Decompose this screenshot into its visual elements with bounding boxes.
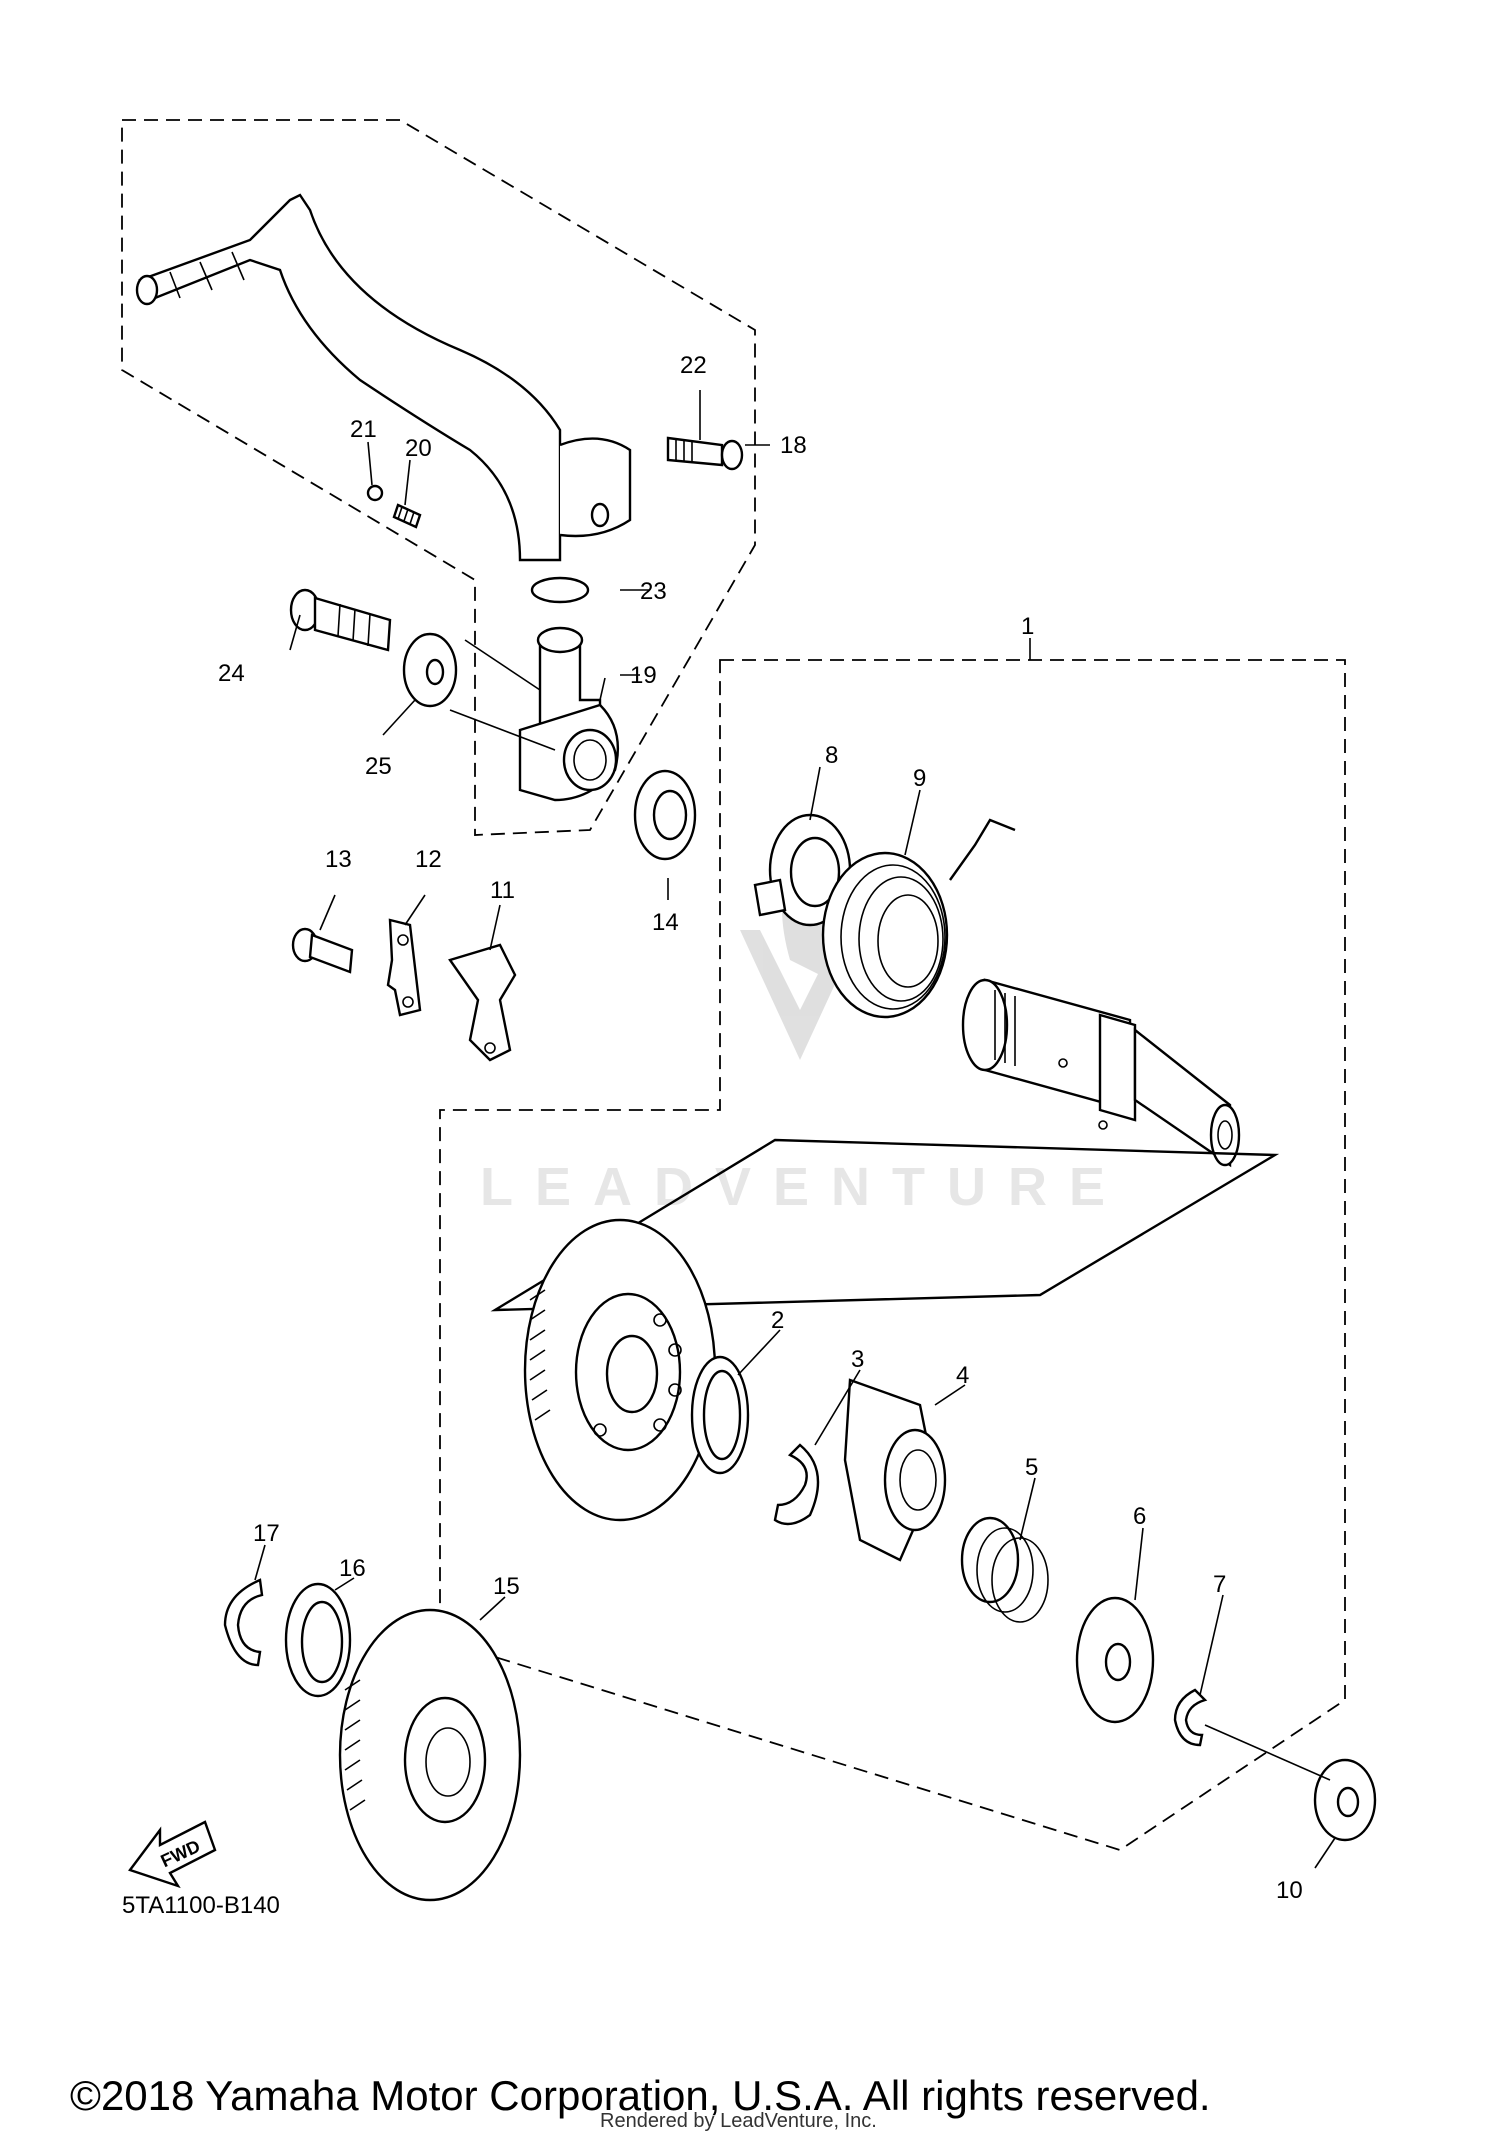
washer-10-icon [1313, 1758, 1377, 1842]
callout-10: 10 [1276, 1877, 1303, 1904]
fwd-arrow-icon: FWD [128, 1820, 217, 1889]
callout-5: 5 [1025, 1454, 1038, 1481]
washer-6-icon [1075, 1596, 1155, 1724]
ball-21-icon [366, 484, 384, 502]
callout-16: 16 [339, 1555, 366, 1582]
leader-lines [254, 390, 1336, 1869]
watermark-text: LEADVENTURE [480, 1157, 1127, 1217]
callout-18: 18 [780, 432, 807, 459]
kick-shaft-icon [961, 978, 1241, 1168]
circlip-3-icon [773, 1443, 820, 1526]
copyright-text: ©2018 Yamaha Motor Corporation, U.S.A. A… [70, 2072, 1211, 2119]
callout-8: 8 [825, 742, 838, 769]
callout-7: 7 [1213, 1571, 1226, 1598]
callout-23: 23 [640, 578, 667, 605]
kick-pawl-11-icon [448, 943, 517, 1062]
spring-5-icon [960, 1516, 1049, 1623]
shaft-gear-bracket [490, 1138, 1280, 1312]
bolt-13-icon [291, 927, 354, 974]
kick-shaft-assembly-outline [439, 659, 1346, 1851]
o-ring-23-icon [530, 576, 590, 604]
callout-22: 22 [680, 352, 707, 379]
diagram-code: 5TA1100-B140 [122, 1892, 280, 1919]
callout-3: 3 [851, 1346, 864, 1373]
render-credit: Rendered by LeadVenture, Inc. [600, 2110, 877, 2132]
callout-25: 25 [365, 753, 392, 780]
plate-12-icon [386, 918, 422, 1017]
torsion-spring-9-icon [821, 818, 1016, 1019]
callout-9: 9 [913, 765, 926, 792]
circlip-17-icon [223, 1578, 264, 1667]
callout-15: 15 [493, 1573, 520, 1600]
callout-19: 19 [630, 662, 657, 689]
washer-25-icon [402, 632, 458, 708]
bolt-24-icon [289, 588, 392, 652]
washer-16-icon [284, 1582, 352, 1698]
callout-24: 24 [218, 660, 245, 687]
leader-7-10 [1204, 1724, 1331, 1781]
callout-21: 21 [350, 416, 377, 443]
circlip-7-icon [1173, 1688, 1208, 1747]
callout-6: 6 [1133, 1503, 1146, 1530]
callout-13: 13 [325, 846, 352, 873]
callout-20: 20 [405, 435, 432, 462]
callout-4: 4 [956, 1362, 969, 1389]
bolt-22-icon [666, 436, 744, 471]
kick-gear-2-icon [523, 1218, 717, 1522]
kick-lever-icon [135, 193, 632, 562]
spring-20-icon [392, 503, 422, 529]
seal-14-icon [633, 769, 697, 861]
callout-1: 1 [1021, 613, 1034, 640]
kick-boss-19-icon [518, 626, 619, 802]
kick-lever-assembly-outline [121, 119, 756, 836]
callout-12: 12 [415, 846, 442, 873]
callout-17: 17 [253, 1520, 280, 1547]
idler-gear-15-icon [338, 1608, 522, 1902]
callout-2: 2 [771, 1307, 784, 1334]
ratchet-4-icon [843, 1378, 947, 1562]
callout-14: 14 [652, 909, 679, 936]
callout-11: 11 [490, 877, 515, 904]
washer-2-icon [690, 1355, 750, 1475]
